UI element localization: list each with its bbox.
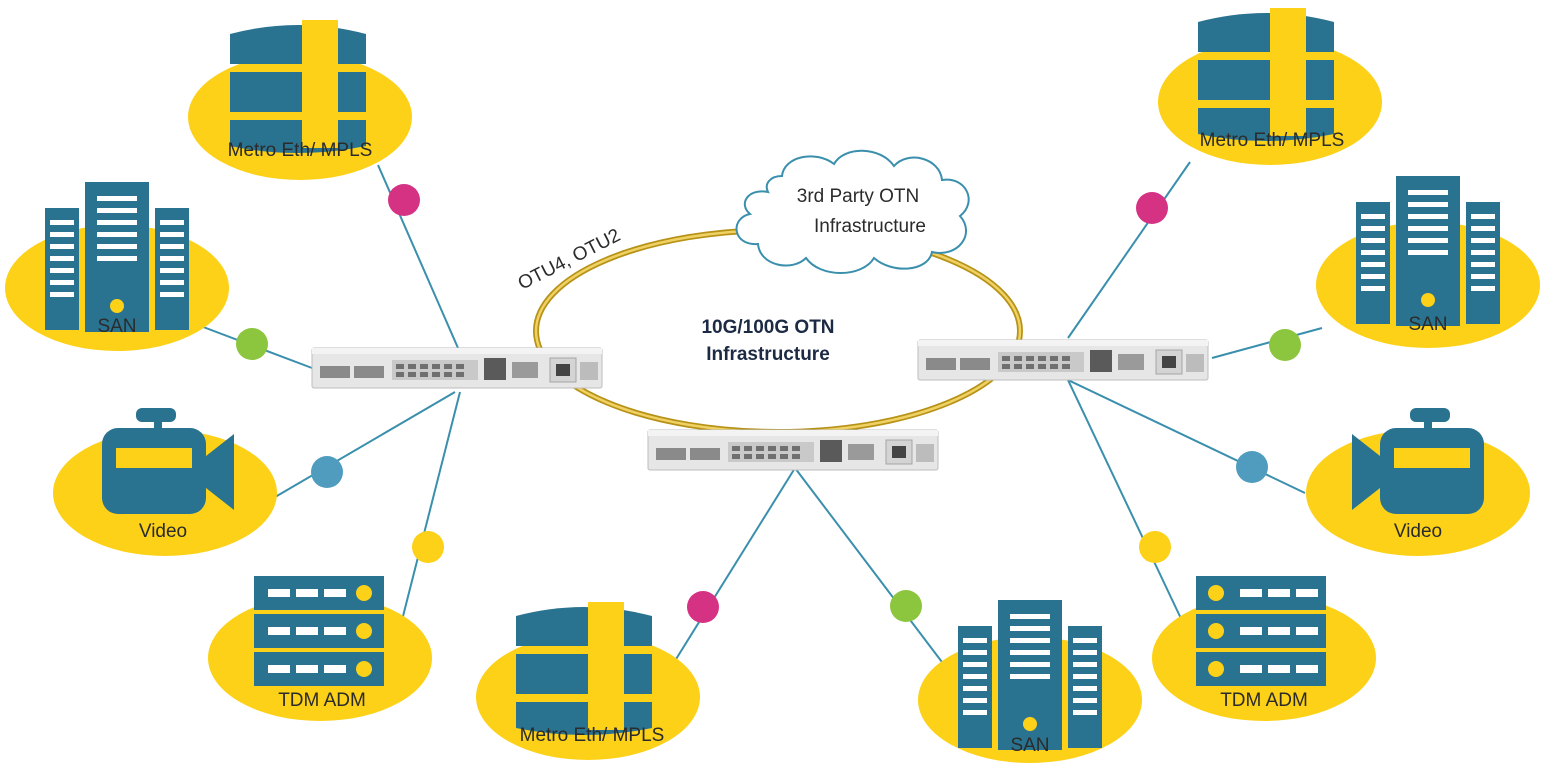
dot-tdm-left bbox=[412, 531, 444, 563]
node-label: SAN bbox=[1010, 735, 1049, 756]
dot-metro-bottom bbox=[687, 591, 719, 623]
server-icon bbox=[45, 182, 189, 332]
router-icon bbox=[1198, 8, 1334, 141]
node-san-right[interactable]: SAN bbox=[1316, 176, 1540, 348]
node-label: Video bbox=[1394, 521, 1442, 542]
node-video-right[interactable]: Video bbox=[1306, 408, 1530, 556]
otn-device-right[interactable] bbox=[917, 339, 1209, 381]
node-tdm-right[interactable]: TDM ADM bbox=[1152, 576, 1376, 721]
dot-san-left bbox=[236, 328, 268, 360]
cloud-label-line1: 3rd Party OTN bbox=[797, 186, 919, 207]
dot-san-bottom bbox=[890, 590, 922, 622]
node-label: TDM ADM bbox=[278, 690, 366, 711]
node-label: Metro Eth/ MPLS bbox=[520, 725, 665, 746]
node-metro-top-left[interactable]: Metro Eth/ MPLS bbox=[188, 20, 412, 180]
dot-video-left bbox=[311, 456, 343, 488]
rack-icon bbox=[254, 576, 384, 686]
node-san-bottom[interactable]: SAN bbox=[918, 600, 1142, 763]
otn-device-left[interactable] bbox=[311, 347, 603, 389]
node-metro-top-right[interactable]: Metro Eth/ MPLS bbox=[1158, 8, 1382, 165]
connector-lines bbox=[189, 161, 1323, 673]
router-icon bbox=[516, 602, 652, 735]
router-icon bbox=[230, 20, 366, 153]
otn-device-center[interactable] bbox=[647, 429, 939, 471]
cloud-label-line2: Infrastructure bbox=[814, 216, 926, 237]
center-title-line1: 10G/100G OTN bbox=[701, 317, 834, 338]
node-san-left[interactable]: SAN bbox=[5, 182, 229, 351]
node-metro-bottom[interactable]: Metro Eth/ MPLS bbox=[476, 602, 700, 760]
node-label: TDM ADM bbox=[1220, 690, 1308, 711]
connection-dots bbox=[236, 184, 1301, 623]
server-icon bbox=[1356, 176, 1500, 326]
node-label: SAN bbox=[97, 316, 136, 337]
server-icon bbox=[958, 600, 1102, 750]
dot-video-right bbox=[1236, 451, 1268, 483]
dot-tdm-right bbox=[1139, 531, 1171, 563]
dot-metro-top-right bbox=[1136, 192, 1168, 224]
node-label: Metro Eth/ MPLS bbox=[1200, 130, 1345, 151]
node-video-left[interactable]: Video bbox=[53, 408, 277, 556]
dot-metro-top-left bbox=[388, 184, 420, 216]
third-party-cloud: 3rd Party OTN Infrastructure bbox=[735, 149, 970, 274]
center-title-line2: Infrastructure bbox=[706, 344, 830, 365]
node-label: Video bbox=[139, 521, 187, 542]
node-label: SAN bbox=[1408, 314, 1447, 335]
rack-icon bbox=[1196, 576, 1326, 686]
node-label: Metro Eth/ MPLS bbox=[228, 140, 373, 161]
dot-san-right bbox=[1269, 329, 1301, 361]
node-tdm-left[interactable]: TDM ADM bbox=[208, 576, 432, 721]
